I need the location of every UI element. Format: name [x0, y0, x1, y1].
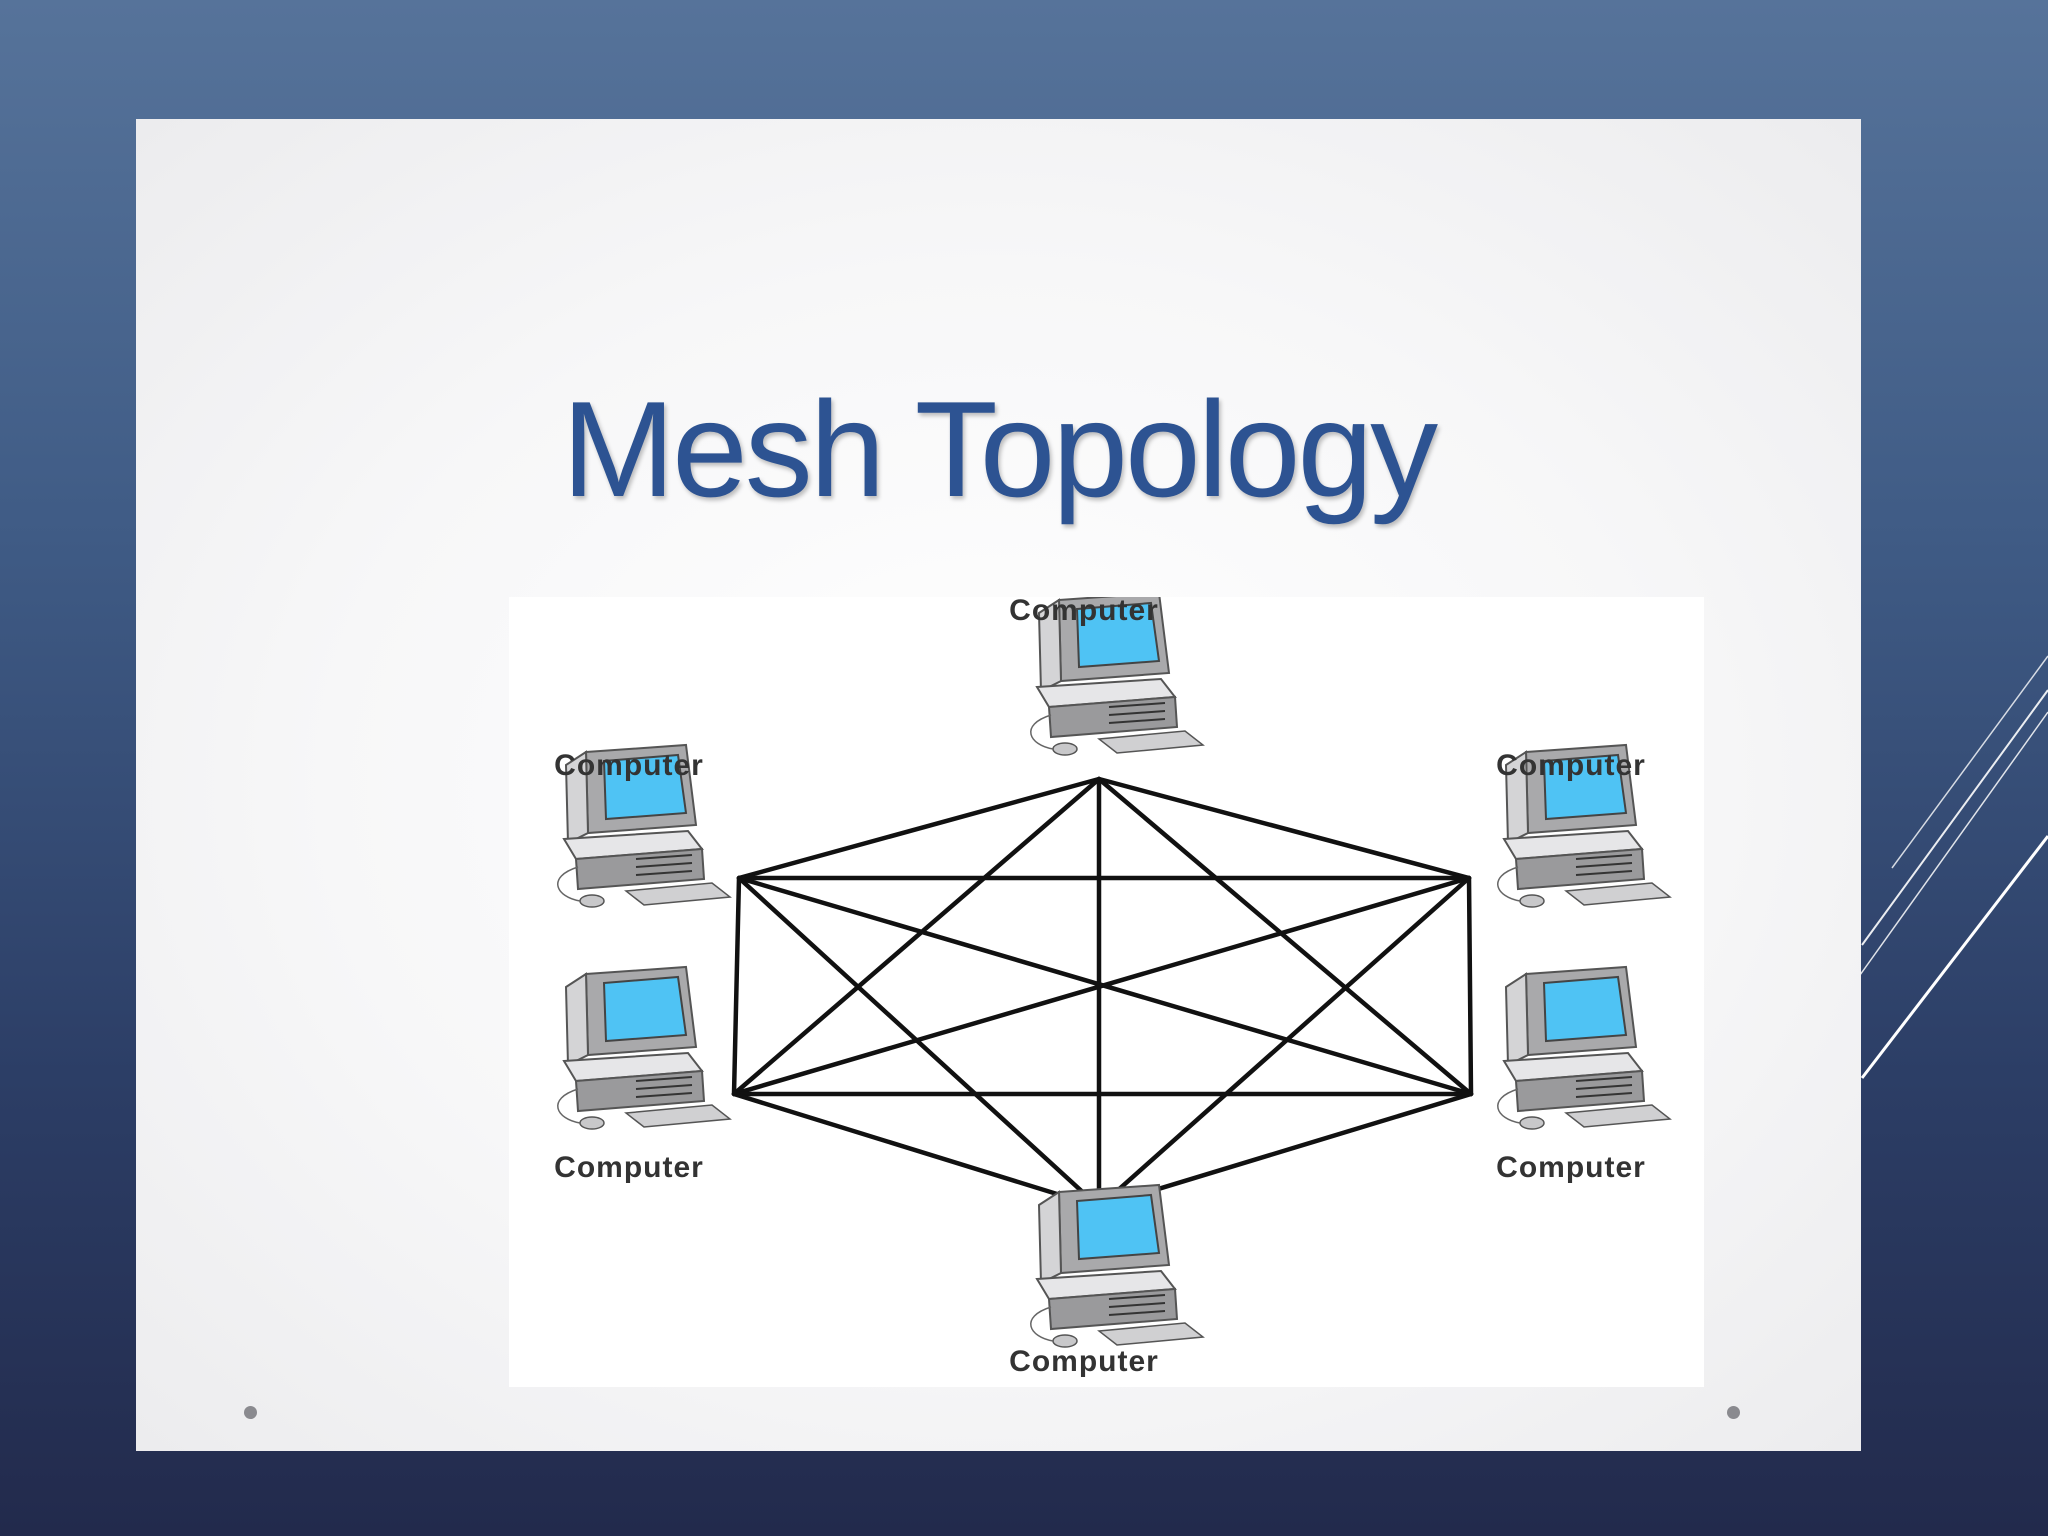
computer-label-lower-right: Computer: [1496, 1151, 1646, 1184]
slide-bullet-dot-right: [1727, 1406, 1740, 1419]
mesh-link-upper-right-bottom: [1096, 875, 1472, 1210]
mesh-links: [731, 776, 1474, 1210]
computer-label-upper-left: Computer: [554, 749, 704, 782]
slide-card: Mesh Topology: [136, 119, 1861, 1451]
mesh-topology-diagram: Computer Computer Computer Computer Comp…: [554, 592, 1671, 1378]
mesh-link-top-lower-left: [731, 776, 1102, 1097]
mesh-link-lower-right-upper-left: [736, 875, 1474, 1097]
computer-label-lower-left: Computer: [554, 1151, 704, 1184]
mesh-link-lower-right-bottom: [1096, 1091, 1474, 1210]
computer-label-top: Computer: [1009, 597, 1159, 627]
mesh-link-top-upper-right: [1096, 776, 1472, 881]
mesh-link-bottom-lower-left: [731, 1091, 1102, 1210]
mesh-link-top-lower-right: [1096, 776, 1474, 1097]
slide-title: Mesh Topology: [561, 373, 1438, 525]
mesh-link-top-upper-left: [736, 776, 1102, 881]
computer-label-bottom: Computer: [1009, 1345, 1159, 1378]
computer-lower-right-icon: [1496, 966, 1671, 1130]
computer-label-upper-right: Computer: [1496, 749, 1646, 782]
slide-bullet-dot-left: [244, 1406, 257, 1419]
mesh-link-bottom-upper-left: [736, 875, 1102, 1210]
diagram-panel: Computer Computer Computer Computer Comp…: [509, 592, 1704, 1387]
computer-lower-left-icon: [556, 966, 731, 1130]
mesh-link-lower-left-upper-left: [731, 875, 742, 1097]
mesh-link-upper-right-lower-right: [1466, 875, 1474, 1097]
computer-bottom-icon: [1029, 1184, 1204, 1348]
